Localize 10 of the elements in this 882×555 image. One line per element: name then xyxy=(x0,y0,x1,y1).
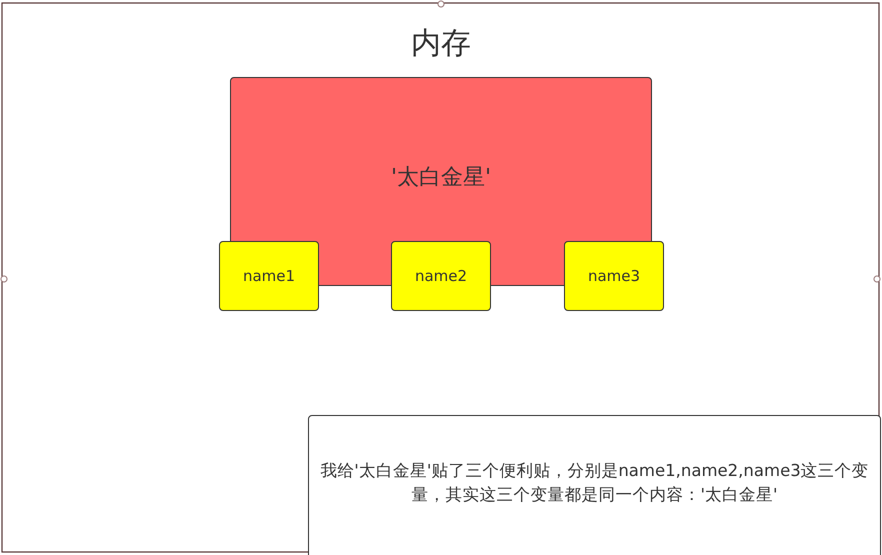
variable-name: name1 xyxy=(242,266,296,286)
sticky-note-label xyxy=(564,241,664,311)
variable-name: name2 xyxy=(414,266,468,286)
note-box xyxy=(308,415,881,555)
sticky-note-label xyxy=(219,241,319,311)
sticky-note-label xyxy=(391,241,491,311)
variable-name: name3 xyxy=(588,266,640,286)
note-text: 我给'太白金星'贴了三个便利贴，分别是name1,name2,name3这三个变量，其实这三个变量都是同一个内容：'太白金星' xyxy=(319,460,870,506)
diagram-title: 内存 xyxy=(410,25,472,63)
value-label: '太白金星' xyxy=(390,164,492,192)
